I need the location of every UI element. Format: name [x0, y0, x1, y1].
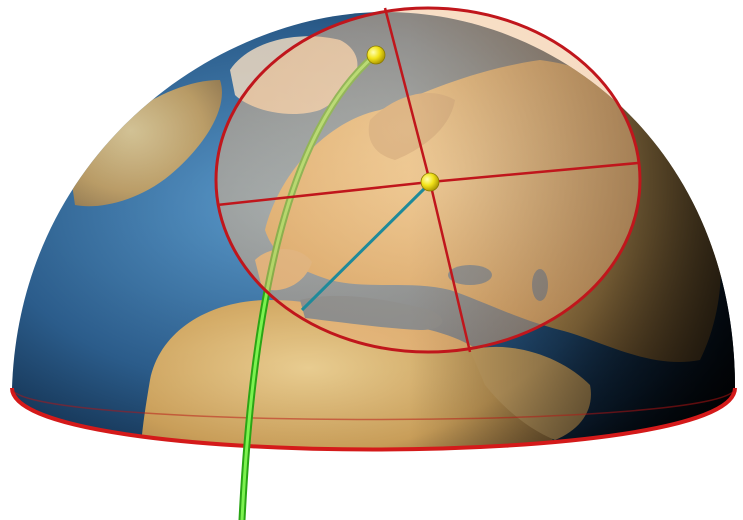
radius-line	[300, 181, 432, 312]
cap-line-vertical-top	[383, 7, 432, 183]
equator-ring	[10, 387, 737, 452]
equator-ring-back	[11, 387, 736, 421]
center-point-marker	[420, 172, 440, 192]
pole-point-marker	[366, 45, 386, 65]
cap-line-horizontal-right	[429, 161, 639, 184]
cap-line-vertical-bottom	[428, 181, 472, 353]
cap-line-horizontal-left	[216, 180, 431, 207]
